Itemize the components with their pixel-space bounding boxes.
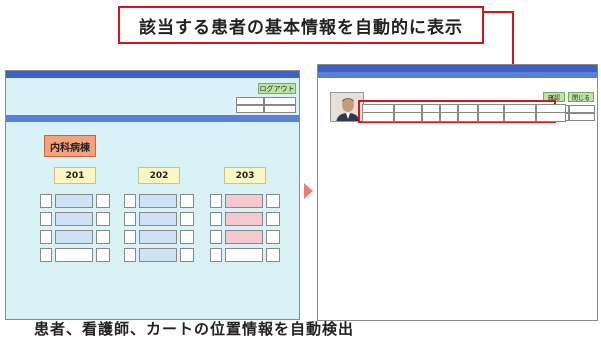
patient-name-cell[interactable] bbox=[225, 212, 263, 226]
table-value-cell bbox=[440, 112, 458, 122]
callout-leader-line bbox=[484, 11, 514, 13]
bed-row[interactable] bbox=[210, 194, 282, 208]
room-number: 201 bbox=[54, 167, 96, 184]
bed-number bbox=[210, 194, 222, 208]
bed-status bbox=[180, 248, 194, 262]
bed-number bbox=[124, 248, 136, 262]
patient-name-cell[interactable] bbox=[55, 212, 93, 226]
close-button[interactable]: 閉じる bbox=[568, 92, 594, 102]
patient-name-cell[interactable] bbox=[225, 194, 263, 208]
bed-number bbox=[210, 212, 222, 226]
table-value-cell bbox=[478, 112, 504, 122]
callout-box: 該当する患者の基本情報を自動的に表示 bbox=[118, 6, 484, 44]
bed-status bbox=[180, 212, 194, 226]
ward-label: 内科病棟 bbox=[44, 135, 96, 157]
info-value-cell bbox=[236, 105, 264, 113]
bed-number bbox=[40, 212, 52, 226]
patient-name-cell[interactable] bbox=[55, 194, 93, 208]
bed-row[interactable] bbox=[40, 194, 112, 208]
room-column-201: 201 bbox=[40, 167, 112, 262]
callout-leader-line-vertical bbox=[512, 11, 514, 75]
table-value-cell bbox=[504, 112, 536, 122]
bed-status bbox=[180, 230, 194, 244]
bed-status bbox=[96, 248, 110, 262]
patient-table-header-row bbox=[362, 104, 566, 114]
bed-status bbox=[266, 212, 280, 226]
bed-row[interactable] bbox=[124, 212, 196, 226]
patient-name-cell[interactable] bbox=[225, 248, 263, 262]
window-menubar bbox=[6, 115, 299, 122]
caption-text: 患者、看護師、カートの位置情報を自動検出 bbox=[34, 320, 355, 338]
table-value-cell bbox=[394, 112, 422, 122]
bed-row[interactable] bbox=[124, 230, 196, 244]
bed-status bbox=[180, 194, 194, 208]
info-label-cell bbox=[264, 97, 296, 105]
bed-status bbox=[266, 248, 280, 262]
bed-status bbox=[96, 212, 110, 226]
table-value-cell bbox=[536, 112, 566, 122]
bed-number bbox=[210, 230, 222, 244]
patient-info-window: 確認 閉じる bbox=[317, 64, 598, 321]
callout-text: 該当する患者の基本情報を自動的に表示 bbox=[139, 17, 463, 38]
patient-name-cell[interactable] bbox=[55, 248, 93, 262]
room-column-203: 203 bbox=[210, 167, 282, 262]
bed-row[interactable] bbox=[40, 248, 112, 262]
info-label-cell bbox=[236, 97, 264, 105]
patient-name-cell[interactable] bbox=[225, 230, 263, 244]
table-value-cell bbox=[422, 112, 440, 122]
room-number: 202 bbox=[138, 167, 180, 184]
room-number: 203 bbox=[224, 167, 266, 184]
window-titlebar bbox=[318, 65, 597, 72]
logout-button[interactable]: ログアウト bbox=[258, 83, 296, 94]
patient-name-cell[interactable] bbox=[55, 230, 93, 244]
table-value-cell bbox=[458, 112, 478, 122]
bed-row[interactable] bbox=[40, 230, 112, 244]
bed-row[interactable] bbox=[124, 248, 196, 262]
bed-status bbox=[266, 194, 280, 208]
bed-number bbox=[40, 248, 52, 262]
ward-map-window: ログアウト 内科病棟 201 202 203 bbox=[5, 70, 300, 320]
bed-row[interactable] bbox=[210, 212, 282, 226]
info-label-cell bbox=[569, 105, 595, 113]
transition-arrow-icon bbox=[304, 183, 313, 199]
bed-number bbox=[124, 194, 136, 208]
patient-photo-image bbox=[331, 93, 363, 121]
bed-row[interactable] bbox=[124, 194, 196, 208]
patient-name-cell[interactable] bbox=[139, 248, 177, 262]
patient-table-value-row bbox=[362, 112, 566, 122]
bed-status bbox=[96, 194, 110, 208]
bed-status bbox=[96, 230, 110, 244]
table-value-cell bbox=[362, 112, 394, 122]
window-titlebar bbox=[6, 71, 299, 78]
bed-number bbox=[210, 248, 222, 262]
bed-number bbox=[40, 194, 52, 208]
info-value-cell bbox=[569, 113, 595, 121]
bed-number bbox=[124, 212, 136, 226]
bed-status bbox=[266, 230, 280, 244]
patient-name-cell[interactable] bbox=[139, 212, 177, 226]
bed-number bbox=[124, 230, 136, 244]
info-value-cell bbox=[264, 105, 296, 113]
bed-row[interactable] bbox=[210, 230, 282, 244]
window-menubar bbox=[318, 72, 597, 78]
bed-row[interactable] bbox=[210, 248, 282, 262]
bed-number bbox=[40, 230, 52, 244]
patient-name-cell[interactable] bbox=[139, 230, 177, 244]
patient-name-cell[interactable] bbox=[139, 194, 177, 208]
bed-row[interactable] bbox=[40, 212, 112, 226]
room-column-202: 202 bbox=[124, 167, 196, 262]
